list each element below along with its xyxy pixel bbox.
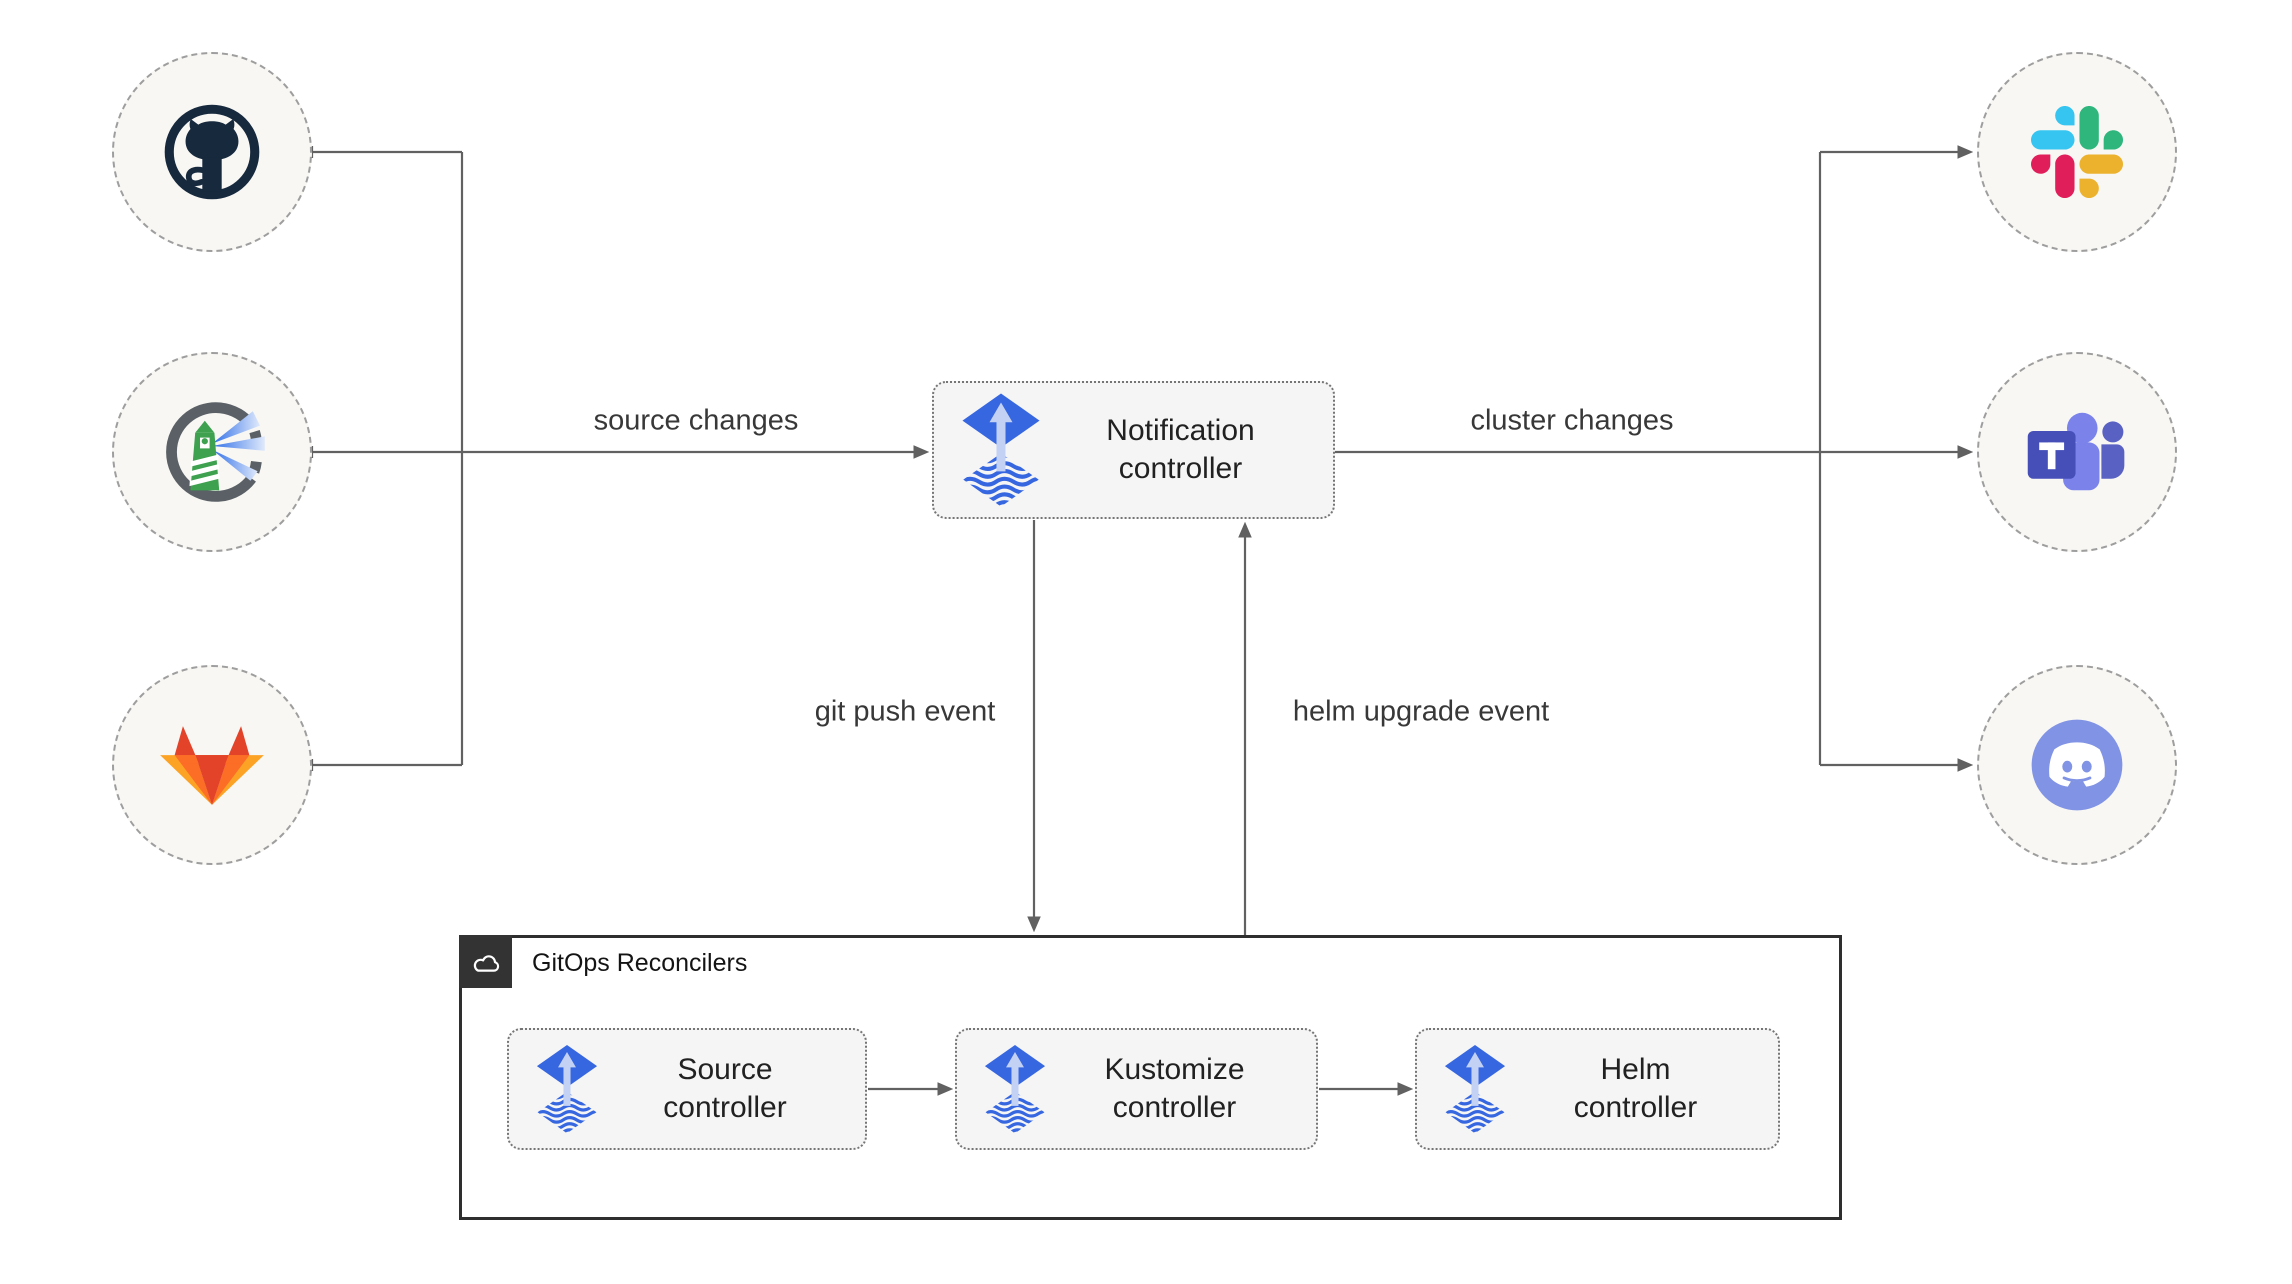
slack-node (1977, 52, 2177, 252)
gitlab-node (112, 665, 312, 865)
slack-icon (2031, 106, 2123, 198)
gitops-reconcilers-group: GitOps Reconcilers (459, 935, 1842, 1220)
gitlab-icon (160, 725, 264, 805)
source-controller-node: Source controller (507, 1028, 867, 1150)
flux-icon (984, 1044, 1046, 1133)
teams-icon (2027, 412, 2125, 491)
group-badge (459, 935, 512, 988)
kustomize-controller-node: Kustomize controller (955, 1028, 1318, 1150)
helm-controller-node: Helm controller (1415, 1028, 1780, 1150)
discord-icon (2031, 719, 2123, 811)
teams-node (1977, 352, 2177, 552)
label-source-changes: source changes (587, 404, 805, 438)
kustomize-controller-label: Kustomize controller (1104, 1053, 1245, 1124)
harbor-icon (166, 402, 265, 502)
flux-icon (1444, 1044, 1506, 1133)
label-helm-upgrade-event: helm upgrade event (1286, 695, 1556, 729)
discord-node (1977, 665, 2177, 865)
label-git-push-event: git push event (808, 695, 1002, 729)
github-node (112, 52, 312, 252)
github-icon (164, 104, 260, 200)
harbor-node (112, 352, 312, 552)
notification-controller-node: Notification controller (932, 381, 1335, 519)
flux-icon (536, 1044, 598, 1133)
flux-icon (962, 393, 1040, 507)
helm-controller-label: Helm controller (1573, 1053, 1698, 1124)
group-title: GitOps Reconcilers (532, 949, 748, 977)
notification-controller-label: Notification controller (1106, 414, 1255, 485)
source-controller-label: Source controller (663, 1053, 787, 1124)
cloud-icon (473, 954, 499, 972)
label-cluster-changes: cluster changes (1464, 404, 1680, 438)
